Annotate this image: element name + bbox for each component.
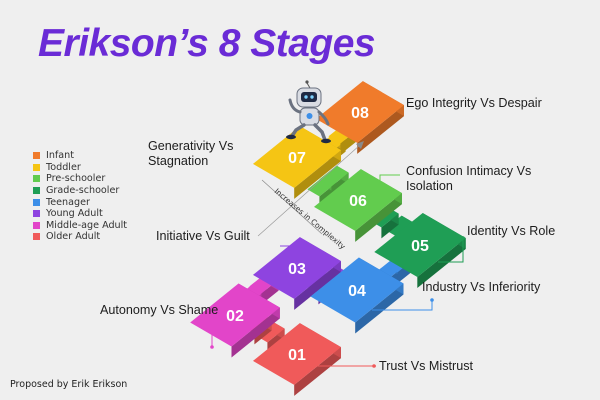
stage-number: 07 xyxy=(288,150,306,167)
connector-lines xyxy=(210,94,465,368)
legend-label: Middle-age Adult xyxy=(46,219,128,231)
stage-number: 08 xyxy=(351,105,369,122)
legend-label: Infant xyxy=(46,150,75,162)
legend-item: Grade-schooler xyxy=(33,185,127,197)
stage-number: 04 xyxy=(348,283,366,300)
legend-item: Young Adult xyxy=(33,208,127,220)
stage-number: 03 xyxy=(288,261,306,278)
stage-block-03: 03 xyxy=(253,237,341,310)
stage-label-06: Confusion Intimacy Vs Isolation xyxy=(406,164,532,193)
stage-block-08: 08 xyxy=(316,81,404,154)
legend-label: Young Adult xyxy=(46,208,103,220)
stage-label-08: Ego Integrity Vs Despair xyxy=(406,96,542,110)
stage-label-03: Initiative Vs Guilt xyxy=(156,229,250,243)
legend-swatch xyxy=(33,198,40,206)
legend-swatch xyxy=(33,233,40,241)
legend-swatch xyxy=(33,163,40,171)
footer-note: Proposed by Erik Erikson xyxy=(10,379,128,390)
legend-label: Toddler xyxy=(46,161,81,173)
legend-swatch xyxy=(33,210,40,218)
stage-label-05: Identity Vs Role xyxy=(467,224,556,238)
stage-label-07: Generativity Vs Stagnation xyxy=(148,139,234,168)
legend-label: Pre-schooler xyxy=(46,173,106,185)
stage-number: 05 xyxy=(411,238,429,255)
legend-swatch xyxy=(33,221,40,229)
legend-item: Older Adult xyxy=(33,231,127,243)
staircase: 01 02 03 04 05 06 07 08 xyxy=(190,81,466,396)
legend-label: Grade-schooler xyxy=(46,185,120,197)
legend-swatch xyxy=(33,187,40,195)
legend-item: Toddler xyxy=(33,162,127,174)
legend-item: Middle-age Adult xyxy=(33,220,127,232)
stage-label-02: Autonomy Vs Shame xyxy=(100,303,219,317)
stage-block-07: 07 xyxy=(253,126,341,199)
legend-label: Teenager xyxy=(46,196,90,208)
legend-swatch xyxy=(33,175,40,183)
stage-block-05: 05 xyxy=(374,213,466,288)
legend-item: Infant xyxy=(33,150,127,162)
stage-number: 06 xyxy=(349,193,367,210)
stage-number: 02 xyxy=(226,308,244,325)
legend-item: Pre-schooler xyxy=(33,173,127,185)
legend-item: Teenager xyxy=(33,196,127,208)
stage-number: 01 xyxy=(288,347,306,364)
page-title: Erikson’s 8 Stages xyxy=(38,22,376,65)
legend-swatch xyxy=(33,152,40,160)
stage-block-01: 01 xyxy=(253,323,341,396)
stage-label-01: Trust Vs Mistrust xyxy=(379,359,473,373)
stage-block-02: 02 xyxy=(190,283,280,358)
legend-label: Older Adult xyxy=(46,231,101,243)
robot-icon xyxy=(286,80,331,144)
stage-block-04: 04 xyxy=(310,257,404,334)
stage-label-04: Industry Vs Inferiority xyxy=(422,280,541,294)
